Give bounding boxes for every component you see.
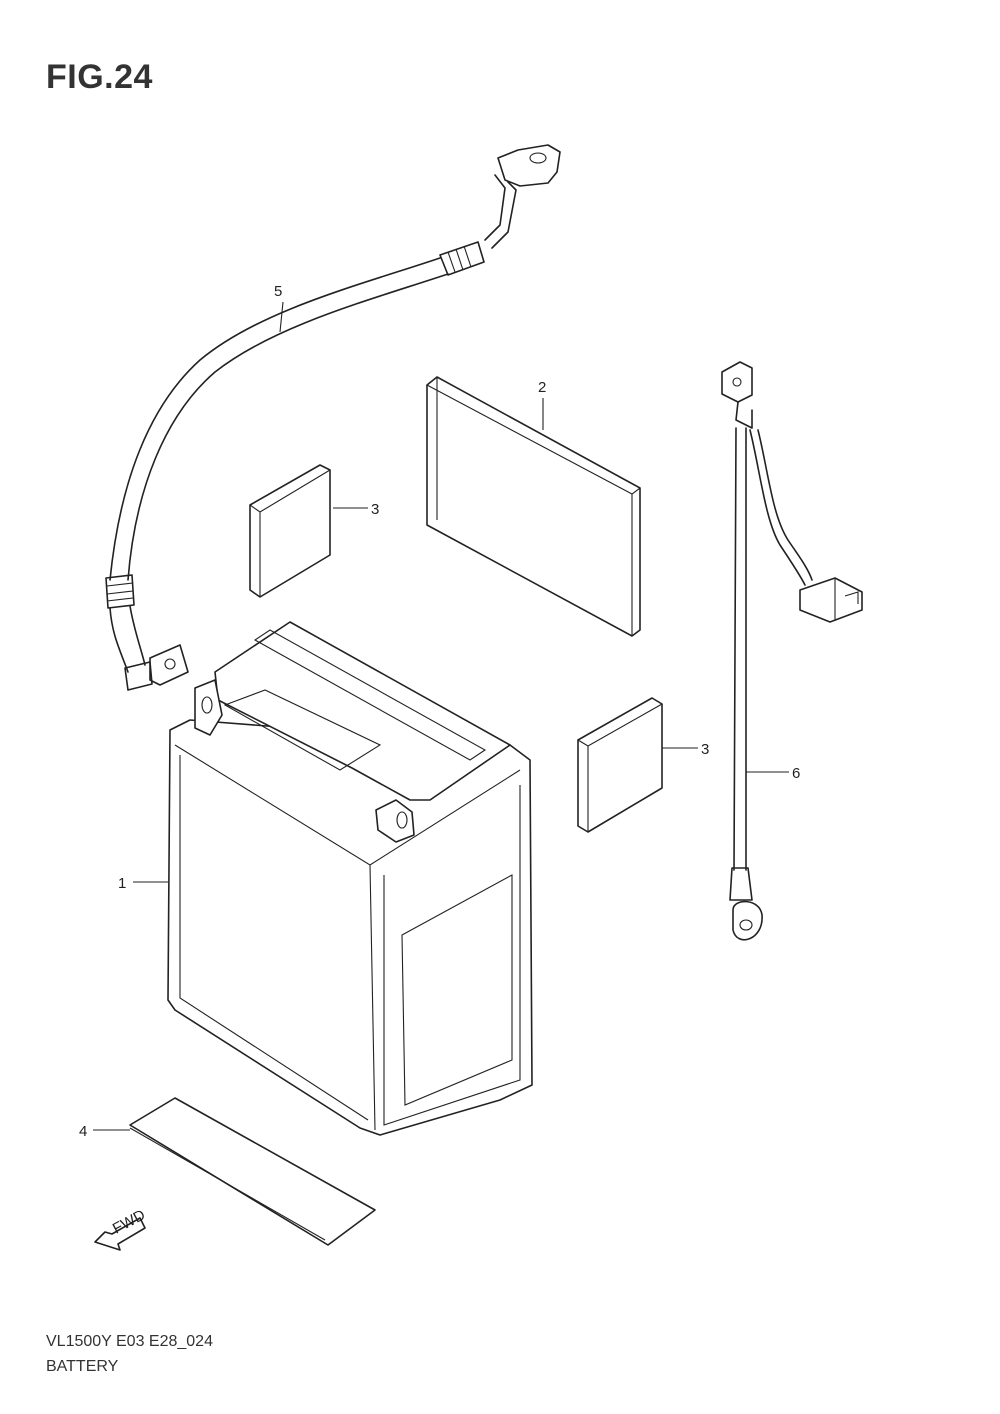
callout-4[interactable]: 4 <box>79 1123 87 1140</box>
part-3-small-pad-lower[interactable] <box>577 697 663 833</box>
part-3-small-pad-upper[interactable] <box>249 464 331 598</box>
callout-2[interactable]: 2 <box>538 379 546 396</box>
figure-code: VL1500Y E03 E28_024 <box>46 1333 213 1350</box>
part-6-lead-wire[interactable] <box>721 361 863 941</box>
callout-1[interactable]: 1 <box>118 875 126 892</box>
callout-3-upper[interactable]: 3 <box>371 501 379 518</box>
figure-title: FIG.24 <box>46 58 153 96</box>
callout-3-lower[interactable]: 3 <box>701 741 709 758</box>
forward-arrow: FWD <box>94 1206 148 1251</box>
callout-5[interactable]: 5 <box>274 283 282 300</box>
figure-name: BATTERY <box>46 1358 119 1375</box>
callout-leaders <box>93 301 789 1131</box>
part-2-large-pad[interactable] <box>426 376 641 637</box>
part-5-battery-cable[interactable] <box>105 144 561 691</box>
part-1-battery[interactable] <box>167 621 533 1136</box>
callout-6[interactable]: 6 <box>792 765 800 782</box>
part-4-flat-strip[interactable] <box>129 1097 376 1246</box>
